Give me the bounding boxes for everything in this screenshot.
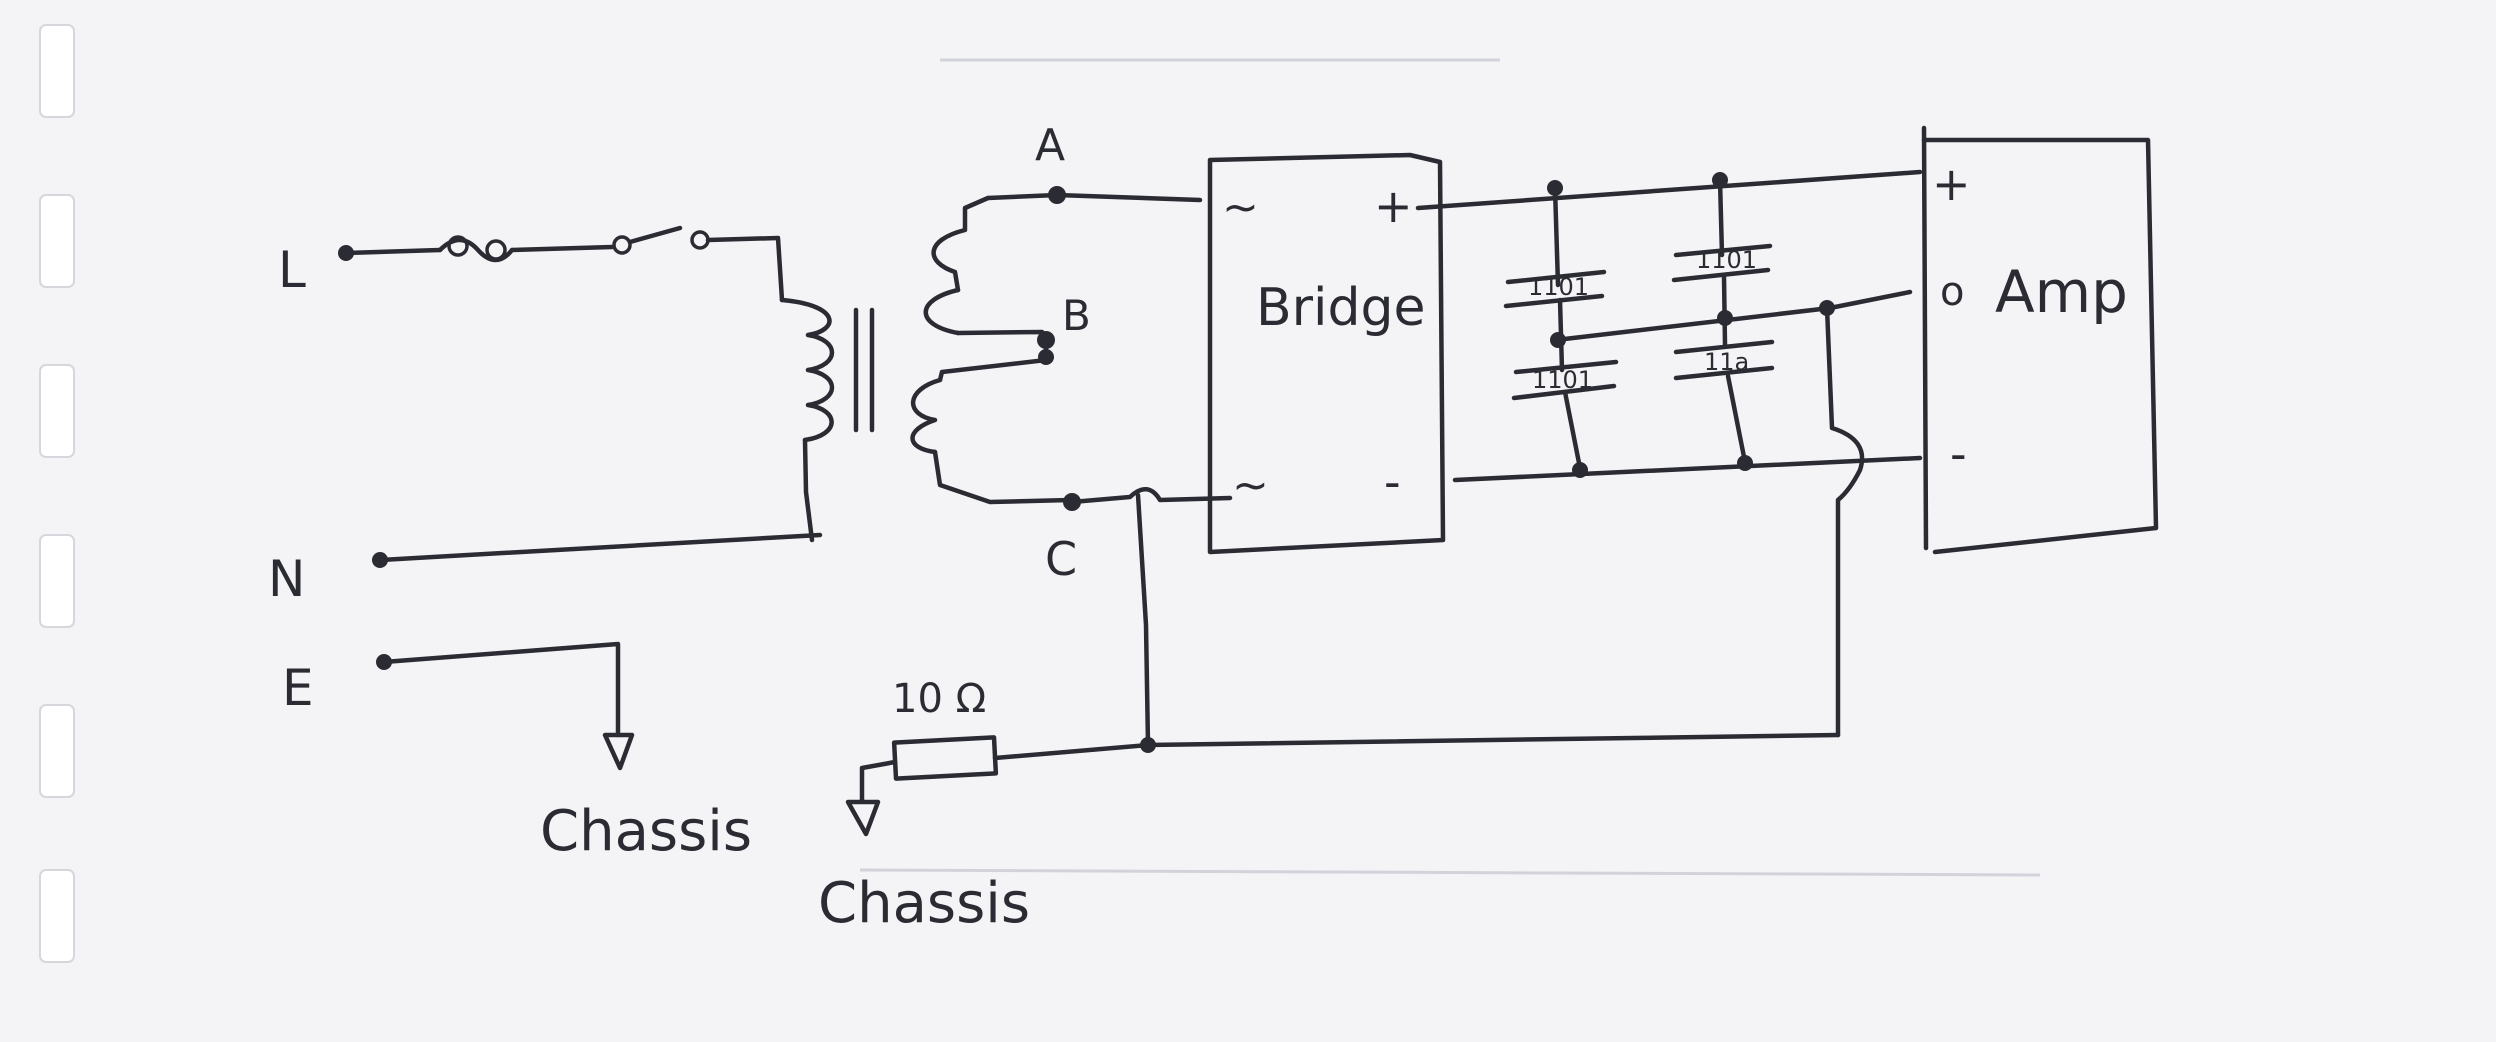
tap-a-label: A xyxy=(1035,120,1065,171)
wire-a-to-bridge xyxy=(1054,192,1203,203)
amp-zero-label: o xyxy=(1940,269,1964,315)
resistor-icon xyxy=(891,735,999,781)
capacitor-value-4: 11a xyxy=(1704,348,1749,376)
transformer-primary xyxy=(377,297,835,563)
capacitor-value-3: 1101 xyxy=(1696,246,1757,274)
tap-a: A xyxy=(985,120,1066,204)
bridge-ac-top-label: ~ xyxy=(1222,182,1259,233)
amp-label: Amp xyxy=(1995,258,2128,326)
tap-c-label: C xyxy=(1045,532,1077,586)
tap-c: C xyxy=(1045,493,1081,586)
earth-terminal: E xyxy=(282,654,392,717)
chassis-ground-icon-1 xyxy=(602,732,635,771)
earth-to-chassis: Chassis xyxy=(381,641,752,864)
capacitor-value-2: 1101 xyxy=(1532,366,1593,394)
negative-rail xyxy=(1452,455,1923,483)
tap-b: B xyxy=(1037,291,1091,365)
amp-block: + o - Amp xyxy=(1921,125,2159,555)
capacitor-bank-left: 1101 1101 xyxy=(1503,180,1619,478)
capacitor-value-1: 1101 xyxy=(1528,273,1589,301)
bridge-label: Bridge xyxy=(1256,278,1426,338)
transformer-core xyxy=(853,307,875,433)
chassis-ground-icon-2 xyxy=(845,799,881,837)
live-label: L xyxy=(278,241,306,299)
bridge-rectifier: Bridge ~ ~ + - xyxy=(1207,152,1446,555)
earth-label: E xyxy=(282,659,314,717)
amp-plus-label: + xyxy=(1932,157,1971,211)
binder-holes xyxy=(39,24,75,963)
chassis-label-2: Chassis xyxy=(818,871,1030,936)
live-wire-fuse-switch xyxy=(343,225,785,303)
bridge-plus-label: + xyxy=(1374,179,1413,233)
neutral-label: N xyxy=(268,550,305,608)
wire-c-to-bridge xyxy=(1069,487,1233,505)
wire-c-to-resistor xyxy=(1135,492,1151,748)
tap-b-label: B xyxy=(1062,291,1091,340)
resistor-label: 10 Ω xyxy=(892,676,986,722)
capacitor-bank-right: 1101 11a xyxy=(1671,172,1775,471)
paper-show-through xyxy=(859,58,2041,877)
amp-minus-label: - xyxy=(1950,427,1967,481)
resistor-to-chassis: 10 Ω Chassis xyxy=(818,676,1151,936)
center-tap-return xyxy=(1140,300,1865,753)
center-tap-rail xyxy=(1553,289,1913,343)
bridge-minus-label: - xyxy=(1384,455,1401,509)
neutral-terminal: N xyxy=(268,550,388,608)
chassis-label-1: Chassis xyxy=(540,799,752,864)
switch-contact-icon xyxy=(612,235,632,255)
live-terminal: L xyxy=(278,241,354,299)
positive-rail xyxy=(1415,169,1923,211)
bridge-ac-bottom-label: ~ xyxy=(1232,460,1269,511)
